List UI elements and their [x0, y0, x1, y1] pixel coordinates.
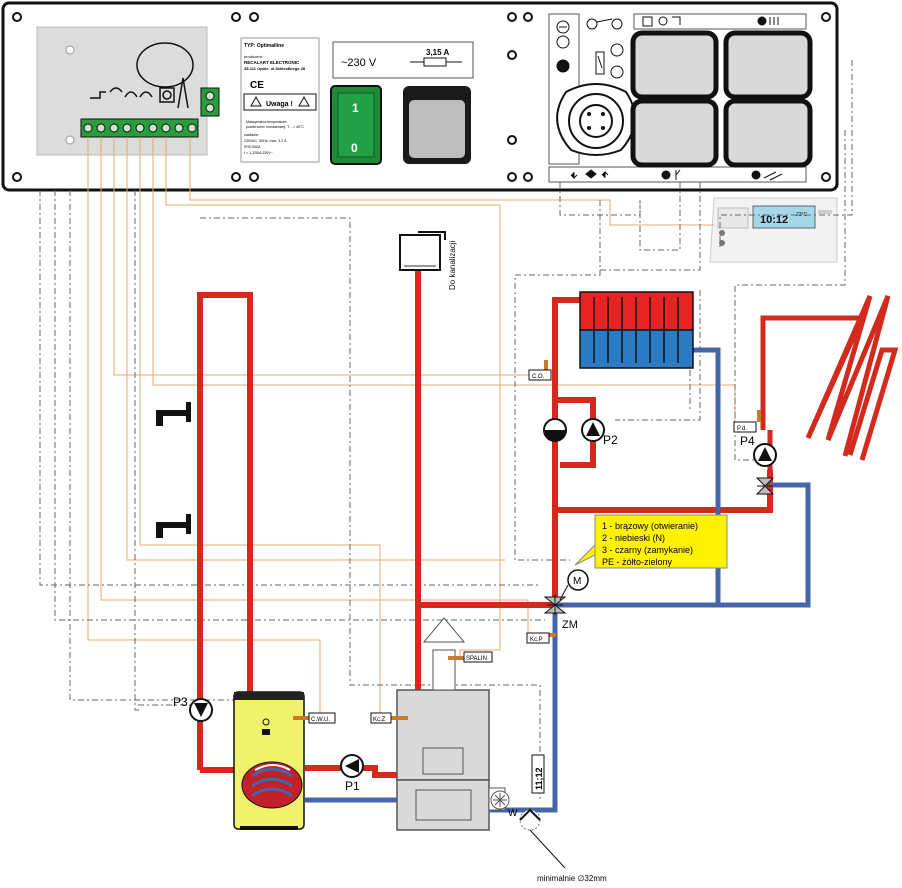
top-icon-strip: [633, 13, 807, 30]
wire-legend: 1 - brązowy (otwieranie) 2 - niebieski (…: [574, 514, 728, 569]
room-thermostat: 10:12 22°C: [709, 197, 838, 263]
menu-button-2[interactable]: [723, 30, 813, 100]
min-diameter-label: minimalnie ∅32mm: [537, 874, 607, 883]
fuse-icon: [423, 57, 447, 67]
sensor-co-label: C.O.: [532, 374, 545, 380]
pipe-dim-label: 11;12: [534, 767, 544, 790]
voltage-fuse-box: [332, 41, 474, 79]
pump-p4: P4: [740, 434, 777, 467]
condensate-drain: Do kanalizacji: [399, 231, 457, 290]
fan-w-label: W: [508, 808, 518, 819]
motor-m-label: M: [573, 576, 581, 587]
sensor-cwu-label: C.W.U.: [311, 717, 330, 723]
sensor-kcp-label: Kc.P: [530, 637, 543, 643]
warning-label: Uwaga !: [266, 101, 293, 108]
valve-motor: [567, 569, 589, 591]
info-note-2: powierzchni montażowej: T... = 40°C: [246, 125, 304, 129]
sensor-pd-label: P.d.: [737, 426, 747, 432]
radiator: [579, 291, 694, 369]
expansion-valve: [543, 418, 567, 442]
floor-heating-coil: [760, 294, 899, 461]
pump-p1: P1: [340, 754, 364, 793]
info-producer-label: producent:: [244, 54, 263, 59]
boiler: [396, 617, 510, 831]
info-address: 45-111 Opole, ul.Szkiestkiego 28: [244, 66, 306, 71]
pump-p1-label: P1: [345, 779, 360, 793]
condensate-label: Do kanalizacji: [448, 240, 457, 290]
menu-button-4[interactable]: [723, 98, 813, 168]
hot-water-tap-lower: [156, 514, 191, 538]
sensor-kcz-label: Kc.Z: [373, 717, 386, 723]
legend-item-4: PE - żółto-zielony: [602, 557, 673, 567]
hot-water-tap-upper: [156, 402, 191, 426]
pipe-dimension: 11;12: [531, 754, 545, 794]
switch-off-label: 0: [351, 141, 358, 155]
info-title: TYP: Optimalline: [244, 43, 284, 49]
return-pipe: [305, 347, 811, 813]
sensor-wiring: [87, 137, 736, 718]
mixer-zm-label: ZM: [562, 619, 578, 631]
menu-button-3[interactable]: [630, 98, 719, 168]
pump-p2-label: P2: [603, 433, 618, 447]
info-specs-2: 230VAC, 50Hz, max. 3,2 A: [244, 139, 287, 143]
thermostat-display: 10:12: [760, 214, 788, 226]
setting-icons: [556, 18, 624, 79]
legend-item-2: 2 - niebieski (N): [602, 533, 665, 543]
voltage-label: ~230 V: [341, 57, 377, 69]
controller-panel: TYP: Optimalline producent: RECALART ELE…: [1, 1, 839, 192]
three-way-valve: [755, 477, 775, 495]
info-specs-4: f = 1,225/A 230V~: [244, 151, 273, 155]
sensor-spalin-label: SPALIN: [466, 656, 487, 662]
info-note-1: Maksymalna temperatura: [246, 120, 287, 124]
sensor-probes: C.O. P.d. SPALIN Kc.P Kc.Z C.W.U.: [293, 360, 761, 724]
control-wiring: [39, 60, 853, 800]
legend-item-3: 3 - czarny (zamykanie): [602, 545, 693, 555]
terminal-icons: [90, 77, 189, 109]
mixing-valve-zm: ZM M: [543, 569, 589, 631]
check-valve-w: W minimalnie ∅32mm: [508, 808, 607, 883]
pump-p3-label: P3: [173, 695, 188, 709]
pump-p2: P2: [581, 418, 618, 447]
info-specs-3: IP20 IBZA: [244, 145, 261, 149]
dhw-tank: [233, 691, 305, 830]
mounting-holes: [12, 12, 831, 182]
legend-item-1: 1 - brązowy (otwieranie): [602, 521, 698, 531]
info-company: RECALART ELECTRONIC: [244, 60, 300, 65]
switch-on-label: 1: [352, 101, 359, 115]
fuse-label: 3,15 A: [426, 48, 449, 57]
ce-mark: CE: [250, 80, 264, 91]
menu-button-1[interactable]: [630, 30, 719, 100]
pump-p3: P3: [173, 695, 213, 722]
pump-p4-label: P4: [740, 434, 755, 448]
menu-buttons: [630, 30, 813, 168]
info-specs-1: zasilanie:: [244, 133, 259, 137]
